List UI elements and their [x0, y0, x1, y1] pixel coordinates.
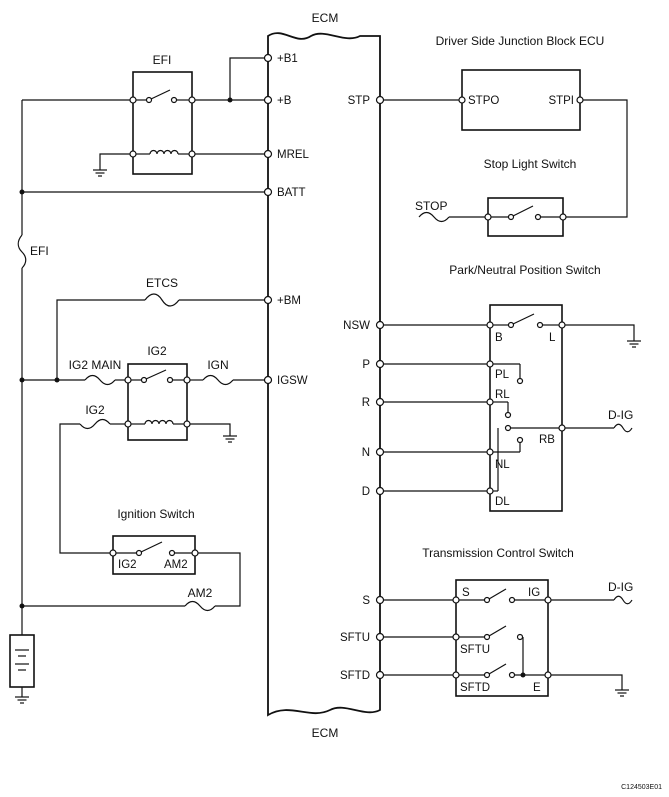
ecm-pin-r-terminal [375, 397, 385, 407]
ig2-fuse-label: IG2 [85, 403, 105, 417]
ig2-main-circuit: IG2 MAIN [22, 358, 125, 386]
tcs-pin-ig: IG [528, 587, 540, 599]
ig2-relay: IG2 [124, 344, 191, 441]
ecm-pin-s-terminal [375, 595, 385, 605]
ecm-pin-bm-terminal [263, 295, 273, 305]
pnp-switch: Park/Neutral Position Switch B L PL [449, 263, 601, 512]
am2-fuse-label: AM2 [188, 586, 213, 600]
ign-fuse [202, 374, 234, 386]
ecm-pin-stp: STP [348, 95, 371, 107]
ecm-pin-n: N [362, 447, 370, 459]
stop-light-switch: Stop Light Switch STOP [415, 157, 577, 237]
pnp-pin-rb: RB [539, 434, 555, 446]
ecm-pin-b: +B [277, 95, 292, 107]
ig2-fuse [79, 418, 111, 430]
transmission-control-switch: Transmission Control Switch S IG SFTU SF… [422, 546, 574, 697]
ecm-pin-nsw-terminal [375, 320, 385, 330]
ecm-body: ECM ECM [267, 11, 381, 740]
ecm-pin-nsw: NSW [343, 320, 370, 332]
ecm-pin-batt: BATT [277, 187, 306, 199]
efi-relay: EFI [129, 53, 196, 175]
ecm-pin-batt-terminal [263, 187, 273, 197]
ecm-pin-s: S [362, 595, 370, 607]
ecm-title-bottom: ECM [312, 726, 339, 740]
stop-fuse [418, 211, 450, 223]
stop-light-switch-title: Stop Light Switch [484, 157, 577, 171]
ecm-pin-bm: +BM [277, 295, 301, 307]
ecm-pin-mrel-terminal [263, 149, 273, 159]
ecm-pin-d-terminal [375, 486, 385, 496]
ecm-pin-b-terminal [263, 95, 273, 105]
ecm-pin-r: R [362, 397, 370, 409]
etcs-circuit: ETCS [56, 276, 264, 380]
pnp-pin-nl: NL [495, 459, 510, 471]
ecm-right-pins: STP NSW P R N D S SFTU SFTD [340, 95, 385, 682]
ign-fuse-label: IGN [207, 358, 228, 372]
ecm-pin-sftd: SFTD [340, 670, 370, 682]
pnp-pin-dl: DL [495, 496, 510, 508]
pnp-pin-pl: PL [495, 369, 510, 381]
pnp-wiring: D-IG [384, 324, 641, 492]
tcs-title: Transmission Control Switch [422, 546, 574, 560]
ig2-fuse-circuit: IG2 [59, 403, 125, 554]
junction-block-pin-stpi: STPI [548, 95, 574, 107]
efi-fuse: EFI [17, 234, 49, 269]
am2-circuit: AM2 [22, 552, 241, 612]
ecm-pin-d: D [362, 486, 370, 498]
am2-fuse [184, 600, 216, 612]
pnp-pin-b: B [495, 332, 503, 344]
ignition-switch-pin-am2: AM2 [164, 559, 188, 571]
tcs-pin-s: S [462, 587, 470, 599]
pnp-pin-l: L [549, 332, 556, 344]
junction-block-title: Driver Side Junction Block ECU [436, 34, 605, 48]
tcs-dig-label: D-IG [608, 580, 633, 594]
pnp-dig-label: D-IG [608, 408, 633, 422]
ecm-pin-sftu-terminal [375, 632, 385, 642]
ecm-pin-stp-terminal [375, 95, 385, 105]
ignition-switch-title: Ignition Switch [117, 507, 194, 521]
ecm-pin-p-terminal [375, 359, 385, 369]
ignition-switch: Ignition Switch IG2 AM2 [109, 507, 199, 575]
figure-code: C124503E01 [621, 784, 662, 791]
etcs-fuse [144, 293, 180, 307]
ecm-pin-b1: +B1 [277, 53, 298, 65]
ecm-pin-igsw-terminal [263, 375, 273, 385]
tcs-pin-sftu: SFTU [460, 644, 490, 656]
ecm-title-top: ECM [312, 11, 339, 25]
ig2-relay-label: IG2 [147, 344, 167, 358]
efi-fuse-label: EFI [30, 244, 49, 258]
tcs-pin-sftd: SFTD [460, 682, 490, 694]
junction-block-pin-stpo: STPO [468, 95, 499, 107]
efi-relay-wiring [93, 57, 264, 177]
ig2-main-fuse [84, 374, 116, 386]
junction-block-ecu: Driver Side Junction Block ECU STPO STPI [384, 34, 628, 218]
pnp-switch-title: Park/Neutral Position Switch [449, 263, 600, 277]
battery-icon [9, 634, 35, 704]
tcs-pin-e: E [533, 682, 541, 694]
ig2-main-fuse-label: IG2 MAIN [69, 358, 122, 372]
ecm-pin-sftd-terminal [375, 670, 385, 680]
ecm-pin-b1-terminal [263, 53, 273, 63]
ign-circuit: IGN [190, 358, 264, 443]
pnp-pin-rl: RL [495, 389, 510, 401]
ecm-pin-igsw: IGSW [277, 375, 308, 387]
ecm-pin-p: P [362, 359, 370, 371]
ecm-pin-n-terminal [375, 447, 385, 457]
etcs-fuse-label: ETCS [146, 276, 178, 290]
ignition-switch-pin-ig2: IG2 [118, 559, 137, 571]
stop-fuse-label: STOP [415, 199, 447, 213]
tcs-wiring: D-IG [384, 580, 633, 697]
efi-relay-label: EFI [153, 53, 172, 67]
ecm-pin-mrel: MREL [277, 149, 310, 161]
ecm-left-pins: +B1 +B MREL BATT +BM IGSW [263, 53, 310, 387]
ecm-pin-sftu: SFTU [340, 632, 370, 644]
